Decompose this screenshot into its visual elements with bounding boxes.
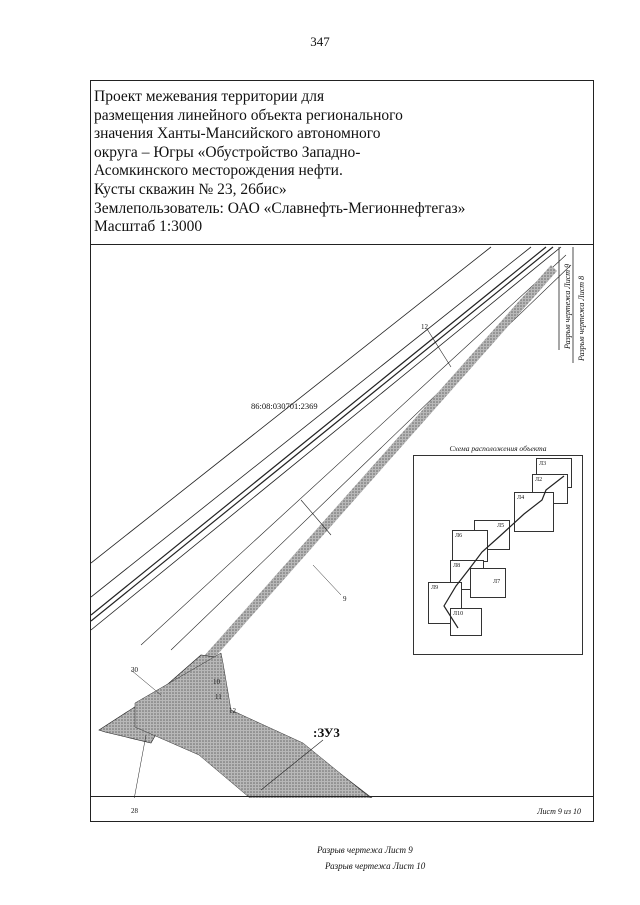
- parcel-main-band: [134, 652, 371, 798]
- leader-point-12-top: [426, 328, 452, 368]
- scheme-sheet-label: Л6: [455, 533, 463, 539]
- break-label-vertical-8: Разрыв чертежа Лист 8: [577, 275, 586, 361]
- scheme-route: [443, 475, 565, 629]
- point-label-28: 28: [131, 807, 138, 815]
- map-drawing: [91, 246, 574, 798]
- land-user-line: Землепользователь: ОАО «Славнефть-Мегион…: [94, 199, 466, 217]
- point-label-10: 10: [213, 678, 220, 686]
- scheme-sheet-l10: Л10: [450, 608, 482, 636]
- location-scheme: Схема расположения объекта Л3 Л2 Л4 Л5 Л…: [413, 444, 583, 655]
- title-line-5: Асомкинского месторождения нефти.: [94, 162, 343, 180]
- corridor-line-5: [91, 246, 562, 631]
- scheme-title: Схема расположения объекта: [449, 444, 547, 453]
- corridor-line-3: [91, 246, 547, 616]
- scheme-sheet-label: Л5: [497, 523, 505, 529]
- title-line-1: Проект межевания территории для: [94, 88, 325, 105]
- cadastral-number: 86:08:030701:2369: [251, 401, 318, 411]
- drawing-frame: Проект межевания территории для размещен…: [90, 80, 594, 871]
- map-area: 86:08:030701:2369 12 9 30 10 11 12 28 :З…: [91, 245, 593, 871]
- scheme-sheet-l9: Л9: [428, 582, 462, 624]
- title-line-4: округа – Югры «Обустройство Западно-: [94, 143, 361, 161]
- point-label-30: 30: [131, 666, 138, 674]
- break-label-sheet9: Разрыв чертежа Лист 9: [317, 845, 413, 855]
- scale-line: Масштаб 1:3000: [94, 218, 203, 236]
- scheme-sheet-label: Л4: [517, 495, 525, 501]
- page-number: 347: [310, 34, 330, 49]
- title-line-6: Кусты скважин № 23, 26бис»: [94, 180, 287, 198]
- scheme-sheet-l7: Л7: [470, 568, 506, 598]
- point-label-11: 11: [215, 693, 222, 701]
- corridor-line-4: [91, 246, 554, 622]
- leader-point-28: [134, 734, 147, 798]
- scheme-sheet-l4: Л4: [514, 492, 554, 532]
- corridor-line-6: [140, 254, 567, 646]
- corridor-line-1: [91, 246, 492, 564]
- point-label-9: 9: [343, 595, 347, 603]
- point-label-12: 12: [229, 707, 236, 715]
- scheme-sheet-label: Л2: [535, 477, 543, 483]
- corridor-line-2: [91, 246, 532, 598]
- title-line-3: значения Ханты-Мансийского автономного: [94, 125, 381, 143]
- leader-cadastral: [300, 499, 332, 536]
- scheme-sheet-l6: Л6: [452, 530, 488, 562]
- title-line-2: размещения линейного объекта регионально…: [94, 106, 403, 124]
- title-block: Проект межевания территории для размещен…: [91, 81, 593, 245]
- leader-point-9: [312, 564, 342, 596]
- leader-point-30: [130, 669, 162, 696]
- footer-bar: Лист 9 из 10: [91, 796, 593, 821]
- scheme-sheet-label: Л3: [539, 461, 547, 467]
- break-label-sheet10: Разрыв чертежа Лист 10: [325, 861, 426, 871]
- break-label-vertical-9: Разрыв чертежа Лист 9: [563, 263, 572, 349]
- leader-zu3: [260, 739, 324, 791]
- scheme-sheet-label: Л10: [453, 611, 464, 617]
- point-label-12-top: 12: [421, 323, 428, 331]
- shaded-strip: [165, 265, 557, 707]
- scheme-sheet-label: Л8: [453, 563, 461, 569]
- scheme-sheet-label: Л7: [493, 579, 501, 585]
- parcel-label: :ЗУ3: [313, 725, 340, 740]
- sheet-number: Лист 9 из 10: [537, 807, 581, 816]
- scheme-sheet-label: Л9: [431, 585, 439, 591]
